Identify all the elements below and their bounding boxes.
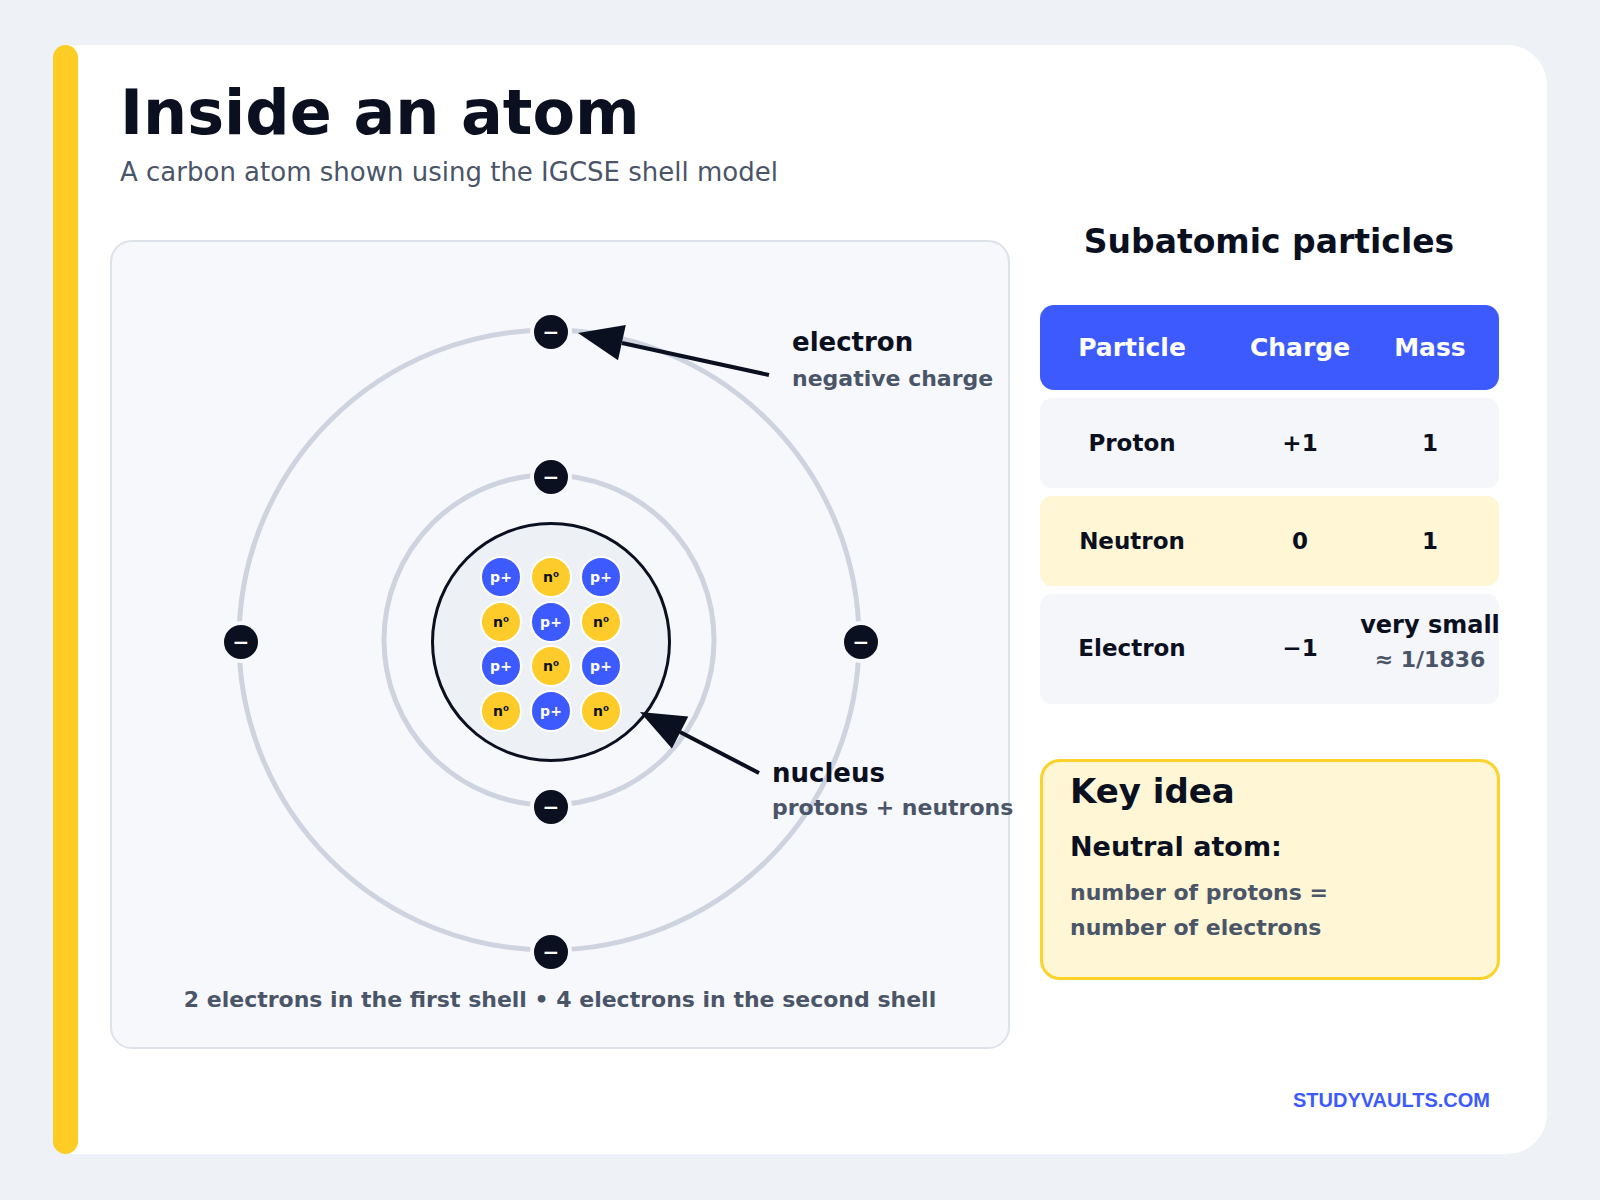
nucleus-text: protons + neutrons [772, 795, 1052, 821]
proton-text: p+ [530, 601, 572, 643]
table-row-text: 1 [1340, 430, 1520, 458]
neutron-text: n⁰ [580, 690, 622, 732]
proton-circle [581, 557, 621, 597]
proton-text: p+ [480, 645, 522, 687]
table-row: Neutron01 [1040, 496, 1499, 586]
neutron-text: n⁰ [480, 690, 522, 732]
proton: p+ [480, 645, 522, 687]
electron-text: − [530, 786, 572, 828]
electron-text: − [840, 621, 882, 663]
outer-shell [239, 330, 859, 950]
proton-text: p+ [480, 556, 522, 598]
neutron: n⁰ [480, 690, 522, 732]
proton: p+ [580, 556, 622, 598]
electron: − [530, 931, 572, 973]
arrow-head [578, 325, 626, 360]
proton-circle [581, 646, 621, 686]
proton-text: p+ [580, 556, 622, 598]
proton-circle [481, 646, 521, 686]
electron-text: negative charge [792, 366, 1052, 392]
leader-line [680, 732, 759, 773]
neutron-text: n⁰ [530, 556, 572, 598]
neutron-circle [481, 602, 521, 642]
arrow-head [640, 712, 688, 749]
panel-fill [110, 240, 1010, 1049]
subtitle: A carbon atom shown using the IGCSE shel… [120, 157, 1420, 188]
table-row-text: −1 [1210, 635, 1390, 663]
title: Inside an atom [120, 76, 1420, 150]
electron-text: − [220, 621, 262, 663]
neutron-circle [581, 691, 621, 731]
electron: −electronnegative charge [530, 311, 572, 353]
table-row-text: very small [1340, 611, 1520, 640]
key-idea-box: Key ideaNeutral atom: number of protons =… [1040, 759, 1500, 980]
proton-text: p+ [530, 690, 572, 732]
atom-panel-text: 2 electrons in the first shell • 4 elect… [112, 987, 1008, 1013]
table-row: Electron−1very small≈ 1/1836 [1040, 594, 1499, 704]
table-row-text: 1 [1340, 528, 1520, 556]
electron-text: electron [792, 327, 1052, 358]
neutron: n⁰ [530, 556, 572, 598]
watermark: STUDYVAULTS.COM [1140, 1088, 1490, 1112]
inner-shell [384, 475, 714, 805]
electron-text: − [530, 931, 572, 973]
proton-circle [531, 691, 571, 731]
card [65, 45, 1547, 1154]
neutron-circle [531, 646, 571, 686]
nucleus: nucleusprotons + neutronsp+n⁰p+n⁰p+n⁰p+n… [431, 522, 671, 762]
table-row-text: ≈ 1/1836 [1340, 647, 1520, 673]
neutron: n⁰ [580, 601, 622, 643]
proton: p+ [480, 556, 522, 598]
electron: − [220, 621, 262, 663]
neutron: n⁰ [480, 601, 522, 643]
neutron-text: n⁰ [580, 601, 622, 643]
table-row-text: Neutron [1042, 528, 1222, 556]
electron: − [840, 621, 882, 663]
table-header-text: Charge [1210, 333, 1390, 363]
leader-line [622, 343, 769, 375]
key-idea-box-text: Neutral atom: [1070, 831, 1470, 863]
neutron-circle [481, 691, 521, 731]
accent-bar [53, 45, 78, 1154]
neutron-text: n⁰ [480, 601, 522, 643]
neutron: n⁰ [580, 690, 622, 732]
nucleus-text: nucleus [772, 758, 1052, 789]
table-row-text: 0 [1210, 528, 1390, 556]
atom-panel: 2 electrons in the first shell • 4 elect… [110, 240, 1010, 1049]
proton-circle [531, 602, 571, 642]
electron: − [530, 786, 572, 828]
electron-text: − [530, 311, 572, 353]
table-row-text: Proton [1042, 430, 1222, 458]
electron-text: − [530, 456, 572, 498]
table-heading: Subatomic particles [1069, 222, 1469, 262]
neutron-circle [581, 602, 621, 642]
neutron-text: n⁰ [530, 645, 572, 687]
table-header-text: Particle [1042, 333, 1222, 363]
proton: p+ [580, 645, 622, 687]
proton: p+ [530, 601, 572, 643]
table-header-text: Mass [1340, 333, 1520, 363]
electron: − [530, 456, 572, 498]
neutron-circle [531, 557, 571, 597]
proton-circle [481, 557, 521, 597]
table-row-text: +1 [1210, 430, 1390, 458]
table-row: Proton+11 [1040, 398, 1499, 488]
table-row-text: Electron [1042, 635, 1222, 663]
table-header: ParticleChargeMass [1040, 305, 1499, 390]
key-idea-box-text: number of protons = number of electrons [1070, 876, 1400, 946]
key-idea-box-text: Key idea [1070, 771, 1470, 812]
proton: p+ [530, 690, 572, 732]
neutron: n⁰ [530, 645, 572, 687]
nucleus-circle [433, 524, 670, 761]
proton-text: p+ [580, 645, 622, 687]
